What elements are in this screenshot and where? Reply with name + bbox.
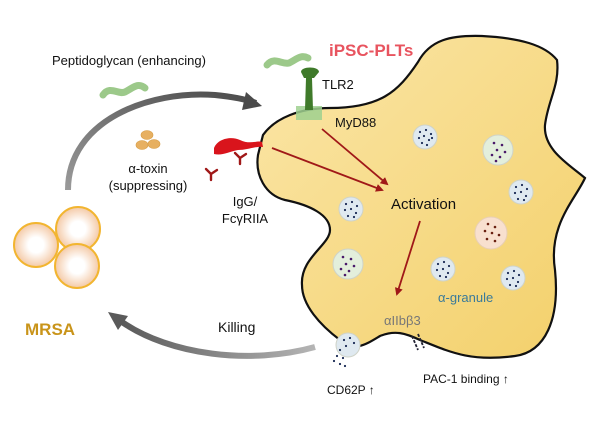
alpha-toxin-label: α-toxin (suppressing) — [88, 160, 208, 194]
alpha-toxin-label-line2: (suppressing) — [108, 178, 188, 193]
peptidoglycan-label: Peptidoglycan (enhancing) — [52, 53, 206, 68]
peptidoglycan-icon — [263, 53, 312, 69]
igg-fcgriia-label: IgG/ FcγRIIA — [210, 193, 280, 227]
integrin-icon — [411, 333, 425, 351]
granule — [474, 216, 508, 250]
killing-flow-arrow — [120, 319, 316, 359]
granule — [500, 265, 526, 291]
granule — [482, 134, 514, 166]
fcgriia-pathway-arrow — [271, 147, 384, 192]
igg-antibody-icon — [204, 151, 248, 182]
granule — [412, 124, 438, 150]
granule — [430, 256, 456, 282]
alpha-toxin-icon — [135, 130, 161, 150]
mrsa-cluster-icon — [13, 206, 101, 289]
activation-to-integrin-arrow — [394, 220, 421, 296]
tlr2-label: TLR2 — [322, 77, 354, 92]
mrsa-label: MRSA — [25, 320, 76, 339]
granule — [508, 179, 534, 205]
alpha-granule-label: α-granule — [438, 290, 494, 305]
igg-label: IgG/ — [232, 194, 258, 209]
myd88-label: MyD88 — [335, 115, 377, 130]
alpha-toxin-label-line1: α-toxin — [128, 161, 168, 176]
myd88-pathway-arrow — [321, 128, 389, 186]
granule — [332, 248, 364, 280]
peptidoglycan-icon — [99, 82, 149, 99]
activation-label: Activation — [391, 196, 457, 213]
integrin-label: αIIbβ3 — [384, 313, 421, 328]
enhancing-flow-arrow — [65, 91, 258, 191]
pac1-binding-label: PAC-1 binding ↑ — [423, 372, 509, 386]
fcgriia-receptor-icon — [214, 138, 263, 155]
killing-label: Killing — [218, 319, 256, 335]
fcgriia-label: FcγRIIA — [221, 211, 269, 226]
granule — [338, 196, 364, 222]
releasing-granule — [332, 332, 361, 368]
title-label: iPSC-PLTs — [329, 41, 414, 60]
killing-flow-arrowhead-icon — [108, 312, 128, 330]
enhancing-flow-arrowhead-icon — [242, 92, 262, 110]
tlr2-receptor-icon — [296, 67, 322, 120]
cd62p-label: CD62P ↑ — [327, 383, 375, 397]
